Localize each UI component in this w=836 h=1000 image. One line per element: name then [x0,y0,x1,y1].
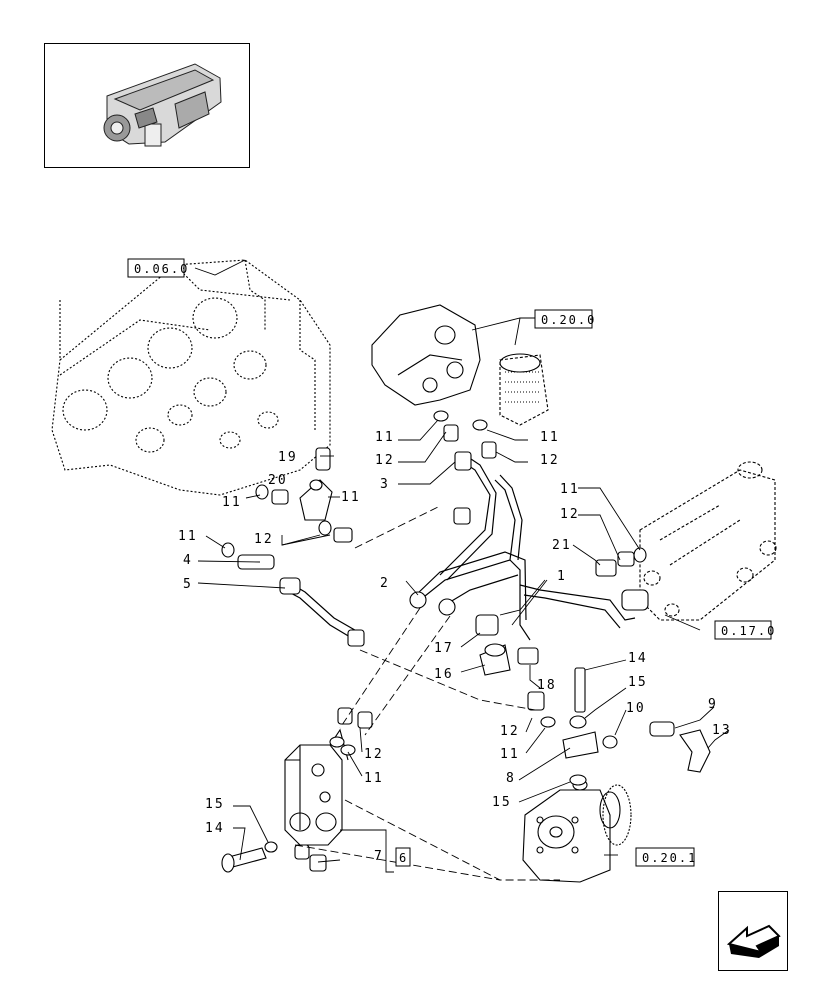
callout-11: 11 [500,747,520,762]
callout-15: 15 [628,675,648,690]
callout-4: 4 [183,553,193,568]
leader-lines [197,419,730,873]
callout-11: 11 [540,430,560,445]
callout-16: 16 [434,667,454,682]
callout-2: 2 [380,576,390,591]
callout-20: 20 [268,473,288,488]
filter-assembly [371,304,549,426]
callout-11: 11 [341,490,361,505]
assembly-lines [294,505,560,881]
callout-7: 7 [374,849,384,864]
ref-tag-0.17.0[interactable]: 0.17.0 [714,620,776,640]
callout-5: 5 [183,577,193,592]
callout-12: 12 [560,507,580,522]
callout-12: 12 [500,724,520,739]
callout-11: 11 [375,430,395,445]
engine-block [51,259,331,496]
callout-11: 11 [560,482,580,497]
fittings [221,410,711,873]
callout-13: 13 [712,723,732,738]
callout-12: 12 [375,453,395,468]
reference-tags[interactable]: 0.06.0 0.20.0 0.17.0 0.20.1 6 [127,258,776,867]
callout-14: 14 [628,651,648,666]
ref-tag-0.06.0[interactable]: 0.06.0 [127,258,189,278]
callout-9: 9 [708,697,718,712]
engine-thumbnail [44,43,250,168]
ref-tag-label[interactable]: 6 [399,851,408,865]
ref-tag-label[interactable]: 0.20.1 [642,851,697,865]
next-page-button[interactable] [718,891,788,971]
callout-15: 15 [205,797,225,812]
ref-tag-6[interactable]: 6 [395,847,411,867]
callouts: 11 12 3 11 12 19 20 11 11 12 11 4 5 2 1 … [178,430,732,864]
ref-tag-0.20.0[interactable]: 0.20.0 [534,309,596,329]
callout-14: 14 [205,821,225,836]
callout-12: 12 [364,747,384,762]
callout-17: 17 [434,641,454,656]
callout-12: 12 [254,532,274,547]
bracket-assembly [639,461,777,621]
ref-tag-0.20.1[interactable]: 0.20.1 [635,847,697,867]
callout-11: 11 [178,529,198,544]
callout-3: 3 [380,477,390,492]
next-page-arrow-icon [726,924,781,958]
callout-18: 18 [537,678,557,693]
fuel-pipes [284,454,636,641]
ref-tag-label[interactable]: 0.17.0 [721,624,776,638]
callout-8: 8 [506,771,516,786]
callout-21: 21 [552,538,572,553]
fuel-pump [522,779,632,883]
ref-tag-label[interactable]: 0.06.0 [134,262,189,276]
callout-19: 19 [278,450,298,465]
callout-11: 11 [364,771,384,786]
callout-1: 1 [557,569,567,584]
callout-15: 15 [492,795,512,810]
ref-tag-label[interactable]: 0.20.0 [541,313,596,327]
leader-0.20.0 [471,317,535,346]
callout-12: 12 [540,453,560,468]
engine-thumbnail-icon [103,63,222,147]
callout-11: 11 [222,495,242,510]
callout-10: 10 [626,701,646,716]
leader-0.06.0 [194,259,246,276]
